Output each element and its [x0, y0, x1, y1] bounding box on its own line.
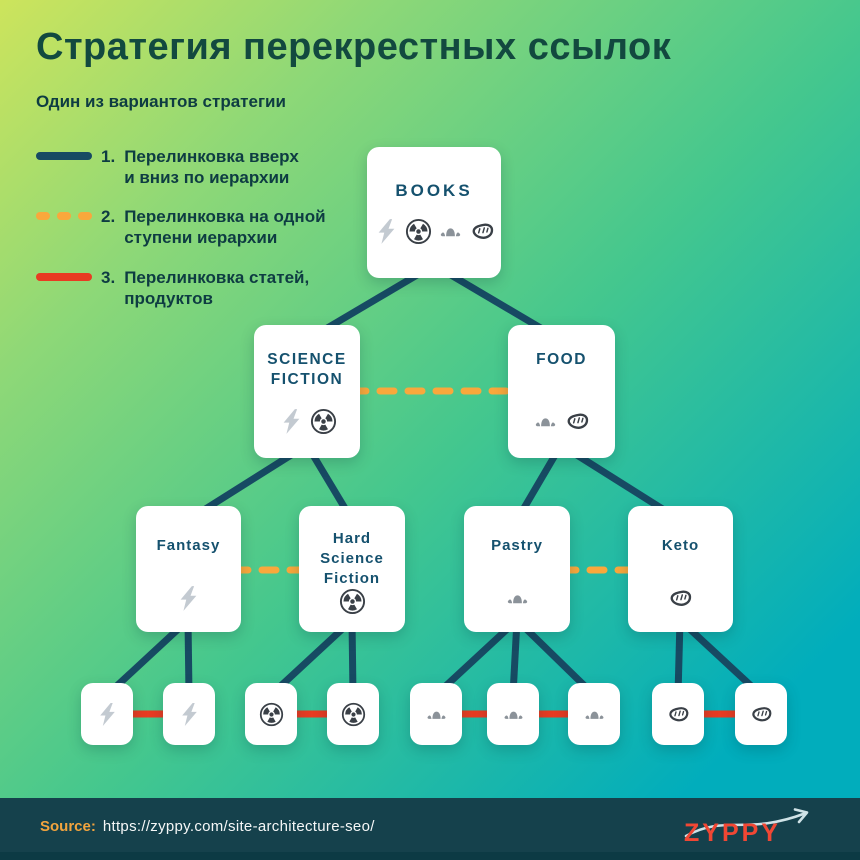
source-url-link[interactable]: https://zyppy.com/site-architecture-seo/	[102, 818, 375, 835]
node-icons	[667, 585, 694, 612]
legend-item-same-level: 2. Перелинковка на одной ступени иерархи…	[36, 205, 366, 248]
page-title: Стратегия перекрестных ссылок	[36, 26, 672, 68]
node-icons	[532, 408, 591, 435]
legend-item-articles: 3. Перелинковка статей, продуктов	[36, 266, 366, 309]
croissant-icon	[424, 702, 449, 727]
lightning-icon	[177, 702, 202, 727]
steak-icon	[667, 585, 694, 612]
node-icons	[373, 218, 496, 245]
leaf-node-hardsf-article-2	[327, 683, 379, 745]
legend-item-hierarchy: 1. Перелинковка вверх и вниз по иерархии	[36, 145, 366, 188]
node-icons	[95, 702, 120, 727]
source-line: Source: https://zyppy.com/site-architectu…	[40, 818, 375, 835]
source-label: Source:	[40, 818, 96, 835]
legend-number: 2.	[101, 207, 116, 227]
logo-arrow-icon	[684, 808, 809, 838]
legend-number: 3.	[101, 267, 116, 287]
leaf-node-hardsf-article-1	[245, 683, 297, 745]
croissant-icon	[504, 585, 531, 612]
footer-strip	[0, 852, 860, 860]
node-label: BOOKS	[395, 181, 473, 201]
steak-icon	[564, 408, 591, 435]
node-food: FOOD	[508, 325, 615, 458]
legend-label-line: Перелинковка вверх	[124, 147, 299, 166]
legend: 1. Перелинковка вверх и вниз по иерархии…	[36, 145, 366, 326]
legend-label-line: ступени иерархии	[124, 228, 278, 248]
croissant-icon	[437, 218, 464, 245]
lightning-icon	[278, 408, 305, 435]
node-label: FOOD	[536, 351, 587, 368]
zyppy-logo: ZYPPY	[684, 808, 816, 850]
page-subtitle: Один из вариантов стратегии	[36, 92, 286, 111]
legend-label-line: и вниз по иерархии	[124, 167, 290, 187]
node-hard-science-fiction: Hard Science Fiction	[299, 506, 405, 632]
node-icons	[501, 702, 526, 727]
logo-text: ZYPPY	[684, 819, 781, 847]
leaf-node-pastry-article-1	[410, 683, 462, 745]
node-icons	[504, 585, 531, 612]
legend-label: Перелинковка на одной ступени иерархии	[124, 207, 325, 248]
node-science-fiction: SCIENCE FICTION	[254, 325, 360, 458]
node-label: Fantasy	[156, 537, 221, 554]
radiation-icon	[405, 218, 432, 245]
leaf-node-keto-article-2	[735, 683, 787, 745]
footer-bar: Source: https://zyppy.com/site-architectu…	[0, 798, 860, 860]
leaf-node-keto-article-1	[652, 683, 704, 745]
steak-icon	[469, 218, 496, 245]
lightning-icon	[175, 585, 202, 612]
legend-label-line: продуктов	[124, 288, 213, 308]
node-fantasy: Fantasy	[136, 506, 241, 632]
node-icons	[175, 585, 202, 612]
lightning-icon	[95, 702, 120, 727]
croissant-icon	[582, 702, 607, 727]
node-icons	[259, 702, 284, 727]
same-level-line-sample	[36, 212, 92, 221]
legend-label-line: Перелинковка на одной	[124, 207, 326, 227]
node-icons	[749, 702, 774, 727]
same-level-links	[230, 387, 640, 574]
leaf-node-pastry-article-3	[568, 683, 620, 745]
node-icons	[278, 408, 337, 435]
lightning-icon	[373, 218, 400, 245]
leaf-node-fantasy-article-1	[81, 683, 133, 745]
steak-icon	[666, 702, 691, 727]
node-icons	[666, 702, 691, 727]
node-icons	[582, 702, 607, 727]
node-icons	[424, 702, 449, 727]
croissant-icon	[532, 408, 559, 435]
radiation-icon	[341, 702, 366, 727]
steak-icon	[749, 702, 774, 727]
node-icons	[341, 702, 366, 727]
node-keto: Keto	[628, 506, 733, 632]
article-line-sample	[36, 272, 92, 281]
leaf-node-pastry-article-2	[487, 683, 539, 745]
node-icons	[339, 588, 366, 615]
node-books: BOOKS	[367, 147, 501, 278]
node-icons	[177, 702, 202, 727]
legend-label: Перелинковка вверх и вниз по иерархии	[124, 147, 299, 188]
radiation-icon	[310, 408, 337, 435]
node-label: Hard Science Fiction	[320, 530, 384, 587]
node-pastry: Pastry	[464, 506, 570, 632]
leaf-node-fantasy-article-2	[163, 683, 215, 745]
legend-label-line: Перелинковка статей,	[124, 267, 310, 287]
hierarchy-line-sample	[36, 152, 92, 160]
legend-number: 1.	[101, 147, 116, 166]
croissant-icon	[501, 702, 526, 727]
legend-label: Перелинковка статей, продуктов	[124, 268, 309, 309]
node-label: Pastry	[491, 537, 543, 554]
radiation-icon	[259, 702, 284, 727]
node-label: SCIENCE FICTION	[267, 351, 347, 389]
node-label: Keto	[661, 537, 700, 554]
radiation-icon	[339, 588, 366, 615]
